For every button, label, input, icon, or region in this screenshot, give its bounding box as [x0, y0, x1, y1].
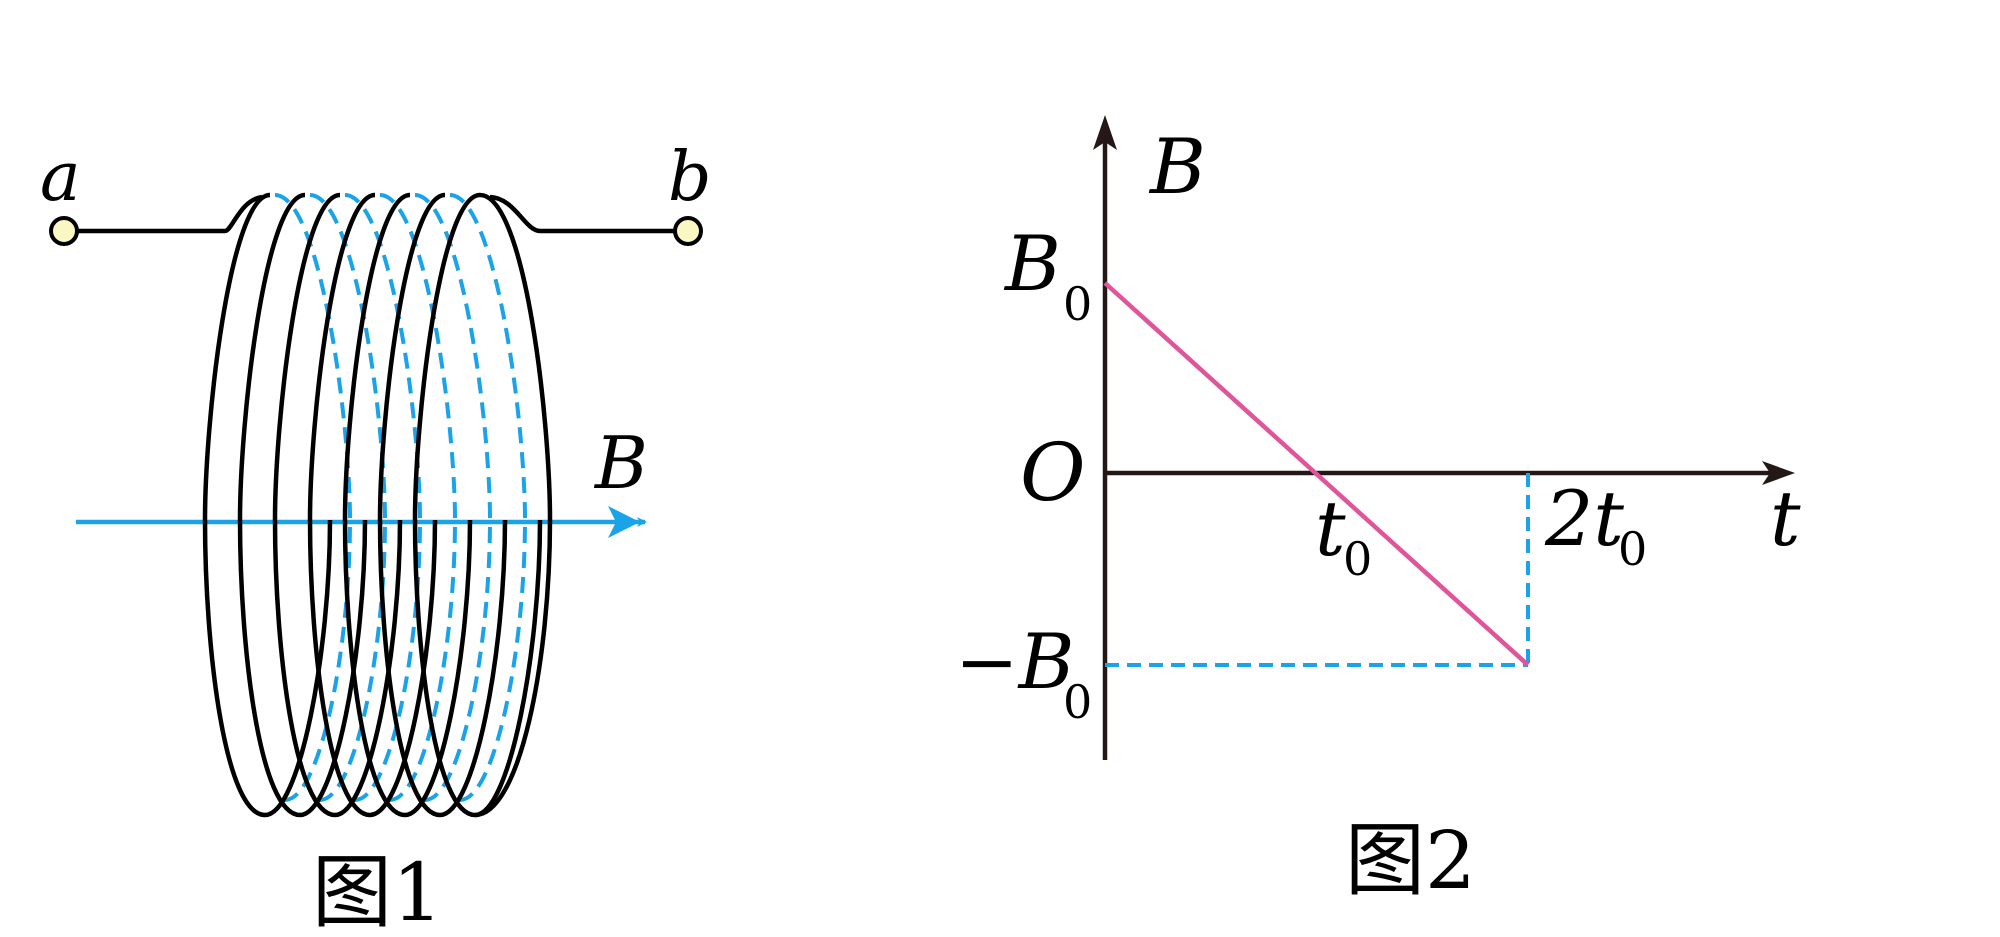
x-tick-t0-main: t [1315, 484, 1346, 573]
x-tick-2t0-main: 2t [1544, 474, 1624, 563]
coil-front-turns [202, 192, 553, 818]
terminal-a-label: a [40, 138, 81, 217]
x-axis-arrow [1762, 461, 1795, 485]
y-axis-arrow [1093, 115, 1117, 150]
x-axis-label: t [1770, 474, 1801, 563]
y-tick-b0-main: B [1003, 219, 1061, 308]
origin-label: O [1020, 426, 1086, 519]
y-tick-minus-b0-main: −B [955, 617, 1075, 706]
x-tick-2t0-sub: 0 [1618, 522, 1647, 576]
y-axis-label: B [1148, 122, 1206, 211]
lead-wire-b [489, 194, 688, 234]
b-vs-t-line [1103, 281, 1530, 667]
y-tick-minus-b0: −B 0 [955, 617, 1092, 729]
figure-2: B t O B 0 −B 0 t 0 2t 0 图2 [955, 115, 1801, 907]
lead-wire-a [64, 194, 263, 234]
y-tick-minus-b0-sub: 0 [1063, 675, 1092, 729]
y-tick-b0-sub: 0 [1063, 277, 1092, 331]
x-tick-2t0: 2t 0 [1544, 474, 1647, 576]
figure-2-caption: 图2 [1345, 814, 1476, 907]
terminal-a [49, 216, 79, 246]
coil-back-turns [274, 193, 528, 802]
figure-1: a b B 图1 [40, 138, 712, 937]
terminal-b-label: b [668, 138, 712, 217]
field-label: B [593, 421, 648, 505]
field-arrow-head [608, 506, 640, 538]
figure-1-caption: 图1 [312, 846, 443, 937]
terminal-b [673, 216, 703, 246]
y-tick-b0: B 0 [1003, 219, 1092, 331]
x-tick-t0: t 0 [1315, 484, 1372, 586]
x-tick-t0-sub: 0 [1343, 532, 1372, 586]
